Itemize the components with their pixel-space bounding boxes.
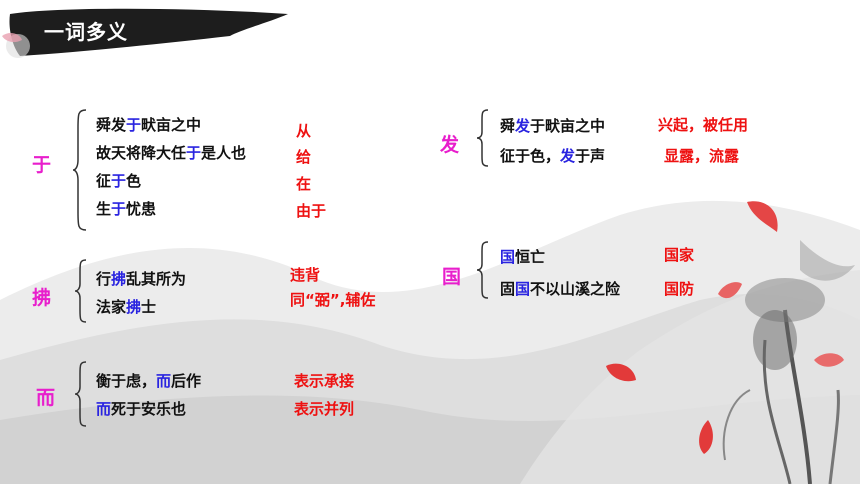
key-char-yu: 于 (32, 154, 52, 176)
meaning-text: 从 (296, 122, 312, 140)
petal-icon (606, 363, 636, 382)
sentence-line: 固国不以山溪之险 (500, 280, 621, 298)
key-char-er: 而 (36, 387, 56, 409)
petal-icon (814, 353, 844, 367)
sentence-line: 衡于虑，而后作 (96, 372, 202, 390)
meaning-text: 由于 (296, 202, 327, 220)
meaning-text: 表示并列 (294, 400, 355, 418)
sentence-line: 法家拂士 (96, 298, 157, 316)
title-brush-banner (2, 8, 289, 58)
petal-icon (747, 201, 778, 232)
meaning-text: 违背 (290, 266, 321, 284)
petal-icon (718, 282, 742, 299)
lotus-plant-decoration (722, 240, 855, 484)
key-char-fa: 发 (440, 134, 460, 156)
page-title: 一词多义 (44, 20, 128, 44)
petal-icon (699, 420, 713, 454)
meaning-text: 兴起，被任用 (658, 116, 749, 134)
meaning-text: 给 (296, 148, 312, 166)
key-char-guo: 国 (442, 266, 462, 288)
sentence-line: 舜发于畎亩之中 (500, 117, 606, 135)
sentence-line: 故天将降大任于是人也 (96, 144, 247, 162)
sentence-line: 而死于安乐也 (96, 400, 187, 418)
brace-icon (476, 109, 489, 167)
brace-icon (74, 361, 87, 427)
meaning-text: 同“弼”,辅佐 (290, 291, 376, 309)
meaning-text: 显露，流露 (664, 147, 740, 165)
sentence-line: 行拂乱其所为 (96, 270, 187, 288)
brace-icon (476, 241, 489, 299)
meaning-text: 在 (296, 175, 312, 193)
brace-icon (74, 259, 87, 323)
key-char-fu: 拂 (32, 287, 52, 309)
sentence-line: 舜发于畎亩之中 (96, 116, 202, 134)
brace-icon (72, 109, 87, 231)
meaning-text: 国家 (664, 246, 695, 264)
meaning-text: 表示承接 (294, 372, 355, 390)
sentence-line: 征于色，发于声 (500, 147, 606, 165)
sentence-line: 征于色 (96, 172, 142, 190)
meaning-text: 国防 (664, 280, 695, 298)
sentence-line: 国恒亡 (500, 248, 546, 266)
sentence-line: 生于忧患 (96, 200, 157, 218)
